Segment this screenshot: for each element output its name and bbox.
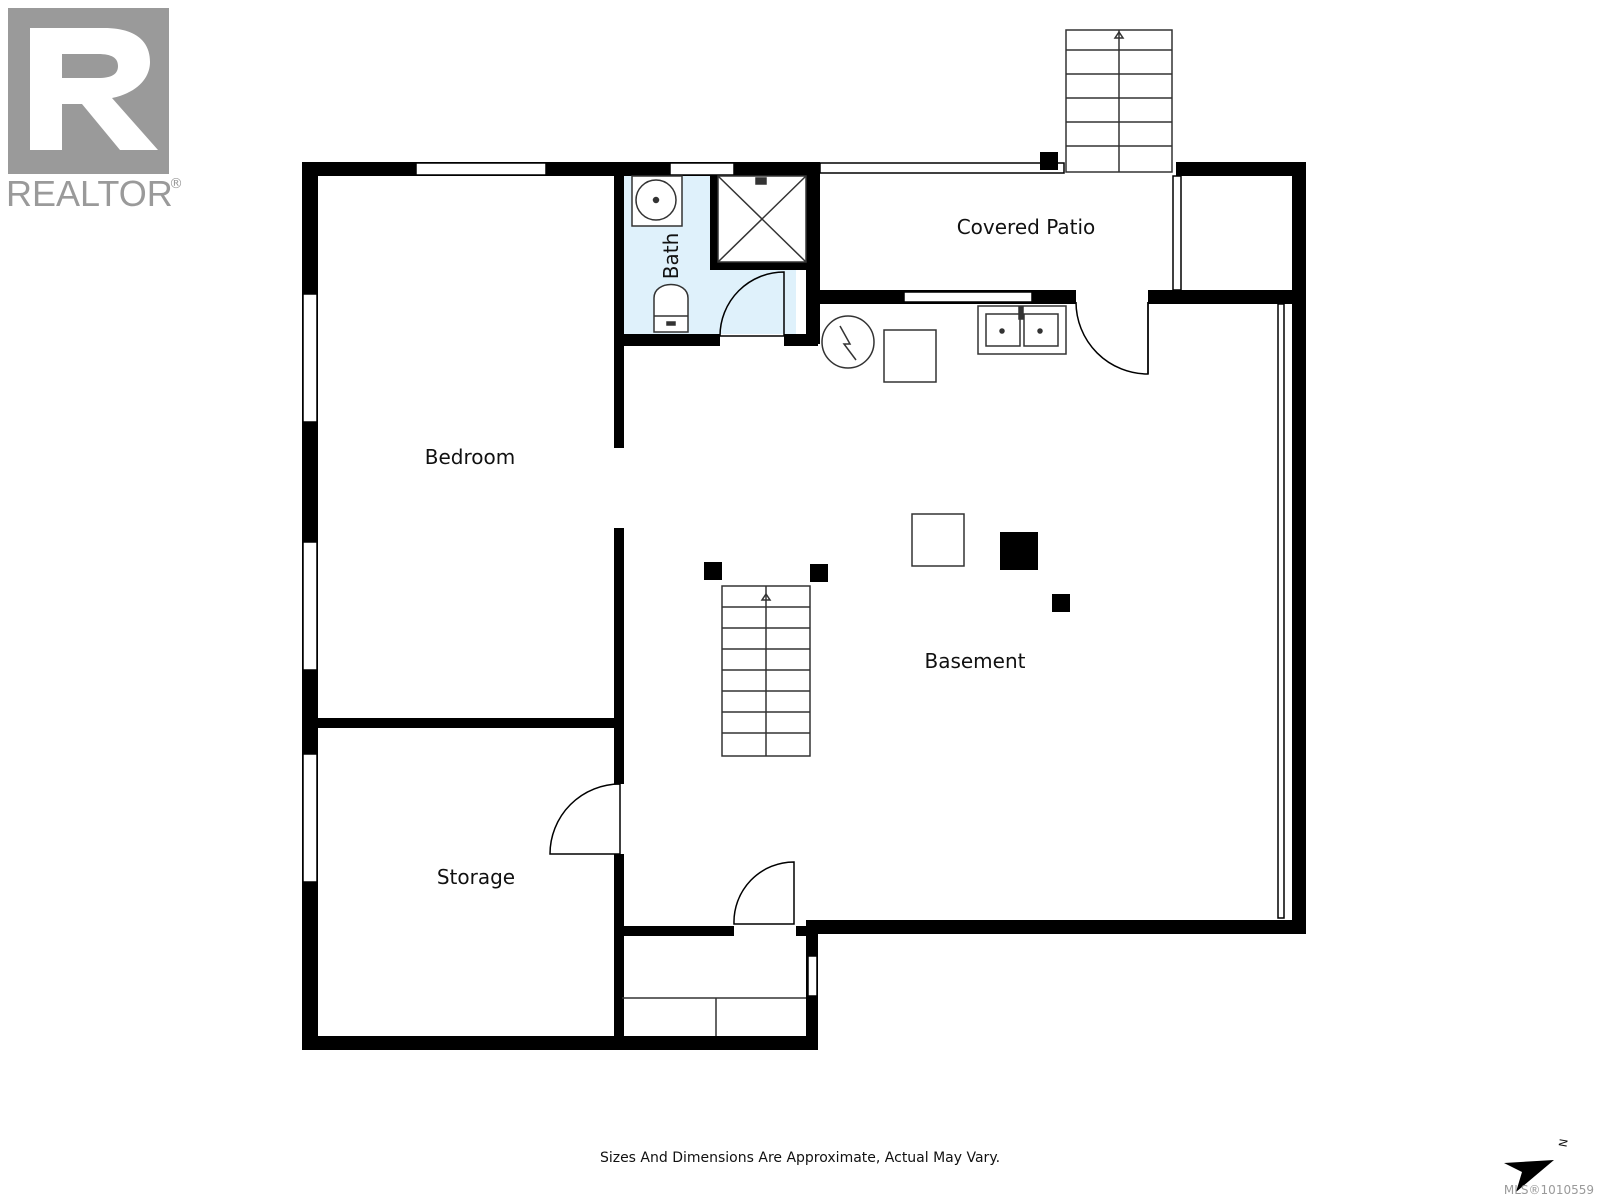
window [669,162,735,176]
room-label-bedroom: Bedroom [425,445,515,469]
realtor-r-glyph [30,28,158,150]
basement-fixtures [821,305,1067,567]
room-label-storage: Storage [437,865,515,889]
door-openings [614,290,1148,936]
post [704,562,722,580]
post [810,564,828,582]
mls-number: MLS®1010559 [1503,1183,1594,1197]
furnace [883,329,937,383]
bath-fixtures [631,175,807,333]
window [415,162,547,176]
window [903,291,1033,303]
exterior-stairs [1065,29,1173,173]
registered-mark: ® [169,176,183,192]
post [1040,152,1058,170]
room-label-covered-patio: Covered Patio [957,215,1096,239]
doors [549,271,1149,925]
post [1000,532,1038,570]
toilet [653,283,689,333]
realtor-wordmark: REALTOR [6,173,173,214]
north-arrow-icon [1504,1160,1554,1192]
window [819,162,1065,174]
door-swing [549,783,621,855]
window [302,541,318,671]
dimensions-disclaimer: Sizes And Dimensions Are Approximate, Ac… [599,1150,1001,1166]
window [1172,175,1182,291]
water-heater [821,315,875,369]
room-label-bath: Bath [659,233,683,280]
window [1277,303,1285,919]
post [1052,594,1070,612]
posts [704,152,1070,612]
box-fixture [911,513,965,567]
window [302,293,318,423]
door-swing [733,861,795,925]
north-compass: N [1504,1138,1571,1192]
door-swing [1075,301,1149,375]
compass-north-label: N [1557,1138,1571,1148]
windows [302,162,1285,997]
vestibule-shelves [622,997,806,1036]
door-swing [719,271,785,337]
realtor-logo: REALTOR ® [6,8,183,214]
window [807,955,818,997]
interior-stairs [721,585,811,757]
room-label-basement: Basement [924,649,1025,673]
window [302,753,318,883]
